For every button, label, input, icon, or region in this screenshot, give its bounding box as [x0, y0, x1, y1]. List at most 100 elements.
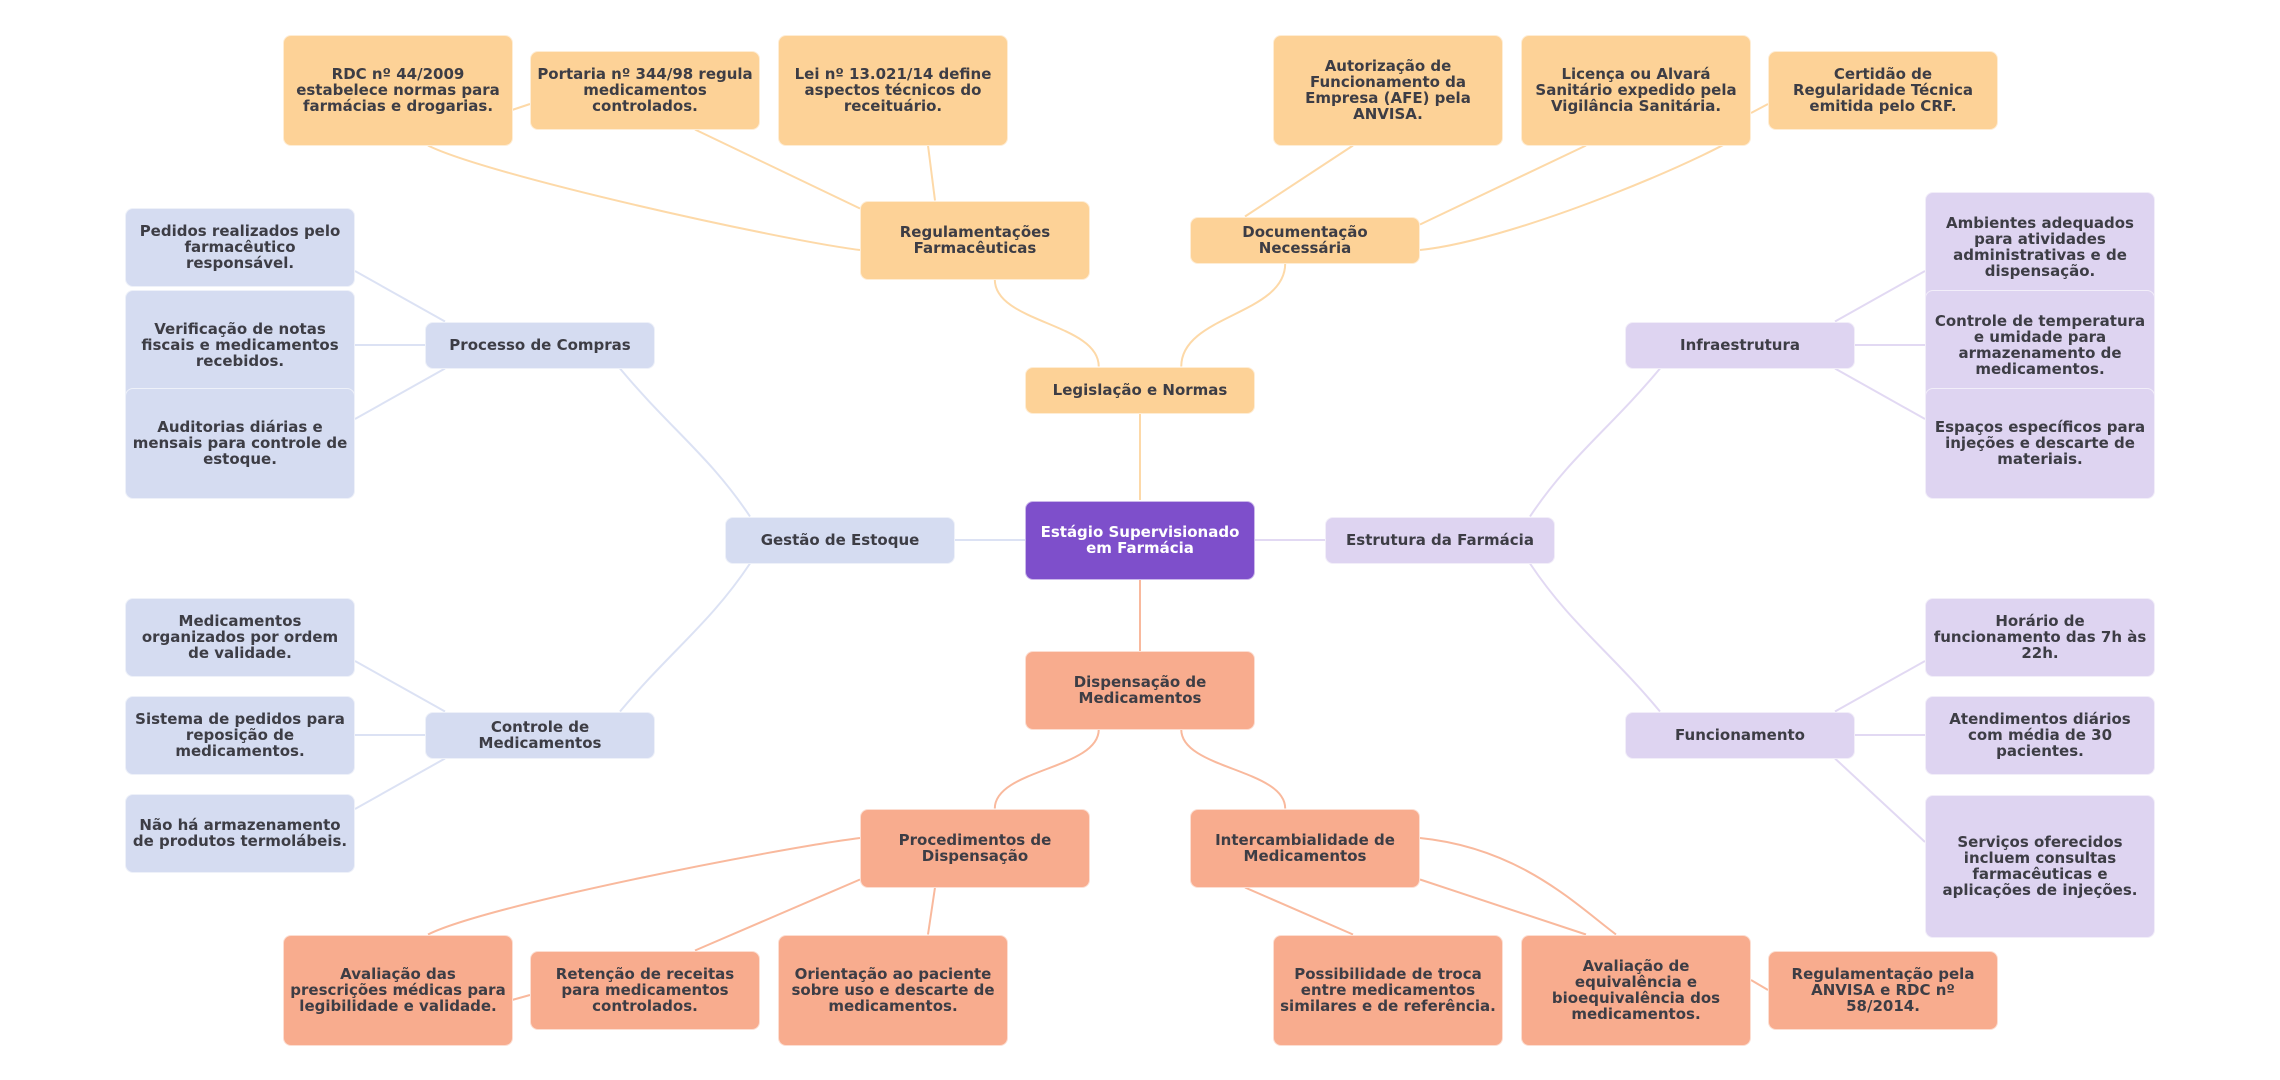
leaf-node-estrutura-1-2[interactable]: Serviços oferecidos incluem consultas fa… — [1925, 794, 2155, 938]
leaf-node-dispensacao-0-2[interactable]: Orientação ao paciente sobre uso e desca… — [778, 934, 1008, 1046]
subtopic-node-dispensacao-1[interactable]: Intercambialidade de Medicamentos — [1190, 808, 1420, 888]
leaf-node-legislacao-0-2[interactable]: Lei nº 13.021/14 define aspectos técnico… — [778, 34, 1008, 146]
connector-b0s0-b0s0l0 — [427, 144, 861, 251]
connector-b1s0-b1s0l2 — [927, 887, 936, 935]
branch-node-estrutura-label: Estrutura da Farmácia — [1346, 531, 1534, 549]
branch-node-dispensacao[interactable]: Dispensação de Medicamentos — [1025, 650, 1255, 730]
subtopic-node-legislacao-1[interactable]: Documentação Necessária — [1190, 216, 1420, 264]
leaf-node-estrutura-0-1-label: Controle de temperatura e umidade para a… — [1934, 312, 2146, 378]
leaf-node-gestao-0-0-label: Pedidos realizados pelo farmacêutico res… — [139, 222, 341, 272]
leaf-node-legislacao-1-1[interactable]: Licença ou Alvará Sanitário expedido pel… — [1521, 34, 1751, 146]
leaf-node-legislacao-0-0[interactable]: RDC nº 44/2009 estabelece normas para fa… — [283, 34, 513, 146]
connector-b0s0-b0s0l1 — [694, 128, 861, 210]
leaf-node-dispensacao-0-0-label: Avaliação das prescrições médicas para l… — [290, 965, 506, 1015]
connector-b3-b3s1 — [1529, 562, 1661, 713]
subtopic-node-estrutura-1[interactable]: Funcionamento — [1625, 711, 1855, 759]
branch-node-dispensacao-label: Dispensação de Medicamentos — [1073, 673, 1207, 707]
leaf-node-legislacao-1-1-label: Licença ou Alvará Sanitário expedido pel… — [1535, 65, 1737, 115]
connector-b2s1-b2s1l2 — [354, 757, 446, 810]
leaf-node-legislacao-1-2-label: Certidão de Regularidade Técnica emitida… — [1792, 65, 1974, 115]
leaf-node-dispensacao-1-1[interactable]: Avaliação de equivalência e bioequivalên… — [1521, 934, 1751, 1046]
leaf-node-estrutura-0-2-label: Espaços específicos para injeções e desc… — [1934, 418, 2146, 468]
branch-node-gestao[interactable]: Gestão de Estoque — [725, 516, 955, 564]
leaf-node-estrutura-1-1[interactable]: Atendimentos diários com média de 30 pac… — [1925, 695, 2155, 775]
connector-b3s0-b3s0l2 — [1834, 367, 1926, 420]
leaf-node-estrutura-0-2[interactable]: Espaços específicos para injeções e desc… — [1925, 387, 2155, 499]
leaf-node-gestao-1-0[interactable]: Medicamentos organizados por ordem de va… — [125, 597, 355, 677]
subtopic-node-dispensacao-0[interactable]: Procedimentos de Dispensação — [860, 808, 1090, 888]
leaf-node-gestao-1-2-label: Não há armazenamento de produtos termolá… — [132, 816, 348, 850]
leaf-node-gestao-1-0-label: Medicamentos organizados por ordem de va… — [141, 612, 339, 662]
leaf-node-legislacao-1-0-label: Autorização de Funcionamento da Empresa … — [1305, 57, 1471, 123]
subtopic-node-gestao-0[interactable]: Processo de Compras — [425, 321, 655, 369]
connector-b3s1-b3s1l2 — [1834, 757, 1926, 843]
subtopic-node-legislacao-0-label: Regulamentações Farmacêuticas — [899, 223, 1051, 257]
connector-b1s0-b1s0l1 — [694, 878, 861, 952]
connector-b2s0-b2s0l0 — [354, 270, 446, 323]
leaf-node-estrutura-0-1[interactable]: Controle de temperatura e umidade para a… — [1925, 289, 2155, 401]
leaf-node-dispensacao-0-1-label: Retenção de receitas para medicamentos c… — [555, 965, 735, 1015]
leaf-node-gestao-1-2[interactable]: Não há armazenamento de produtos termolá… — [125, 793, 355, 873]
leaf-node-estrutura-1-0-label: Horário de funcionamento das 7h às 22h. — [1933, 612, 2147, 662]
connector-b2-b2s1 — [619, 562, 751, 713]
subtopic-node-dispensacao-0-label: Procedimentos de Dispensação — [898, 831, 1052, 865]
connector-b2s1-b2s1l0 — [354, 660, 446, 713]
leaf-node-gestao-0-2[interactable]: Auditorias diárias e mensais para contro… — [125, 387, 355, 499]
connector-b0s1-b0s1l2 — [1419, 128, 1749, 251]
subtopic-node-legislacao-0[interactable]: Regulamentações Farmacêuticas — [860, 200, 1090, 280]
leaf-node-dispensacao-1-2[interactable]: Regulamentação pela ANVISA e RDC nº 58/2… — [1768, 950, 1998, 1030]
branch-node-legislacao[interactable]: Legislação e Normas — [1025, 366, 1255, 414]
subtopic-node-estrutura-1-label: Funcionamento — [1675, 726, 1805, 744]
connector-b2s0-b2s0l2 — [354, 367, 446, 420]
leaf-node-dispensacao-0-0[interactable]: Avaliação das prescrições médicas para l… — [283, 934, 513, 1046]
leaf-node-legislacao-1-0[interactable]: Autorização de Funcionamento da Empresa … — [1273, 34, 1503, 146]
branch-node-gestao-label: Gestão de Estoque — [760, 531, 920, 549]
connector-licenca-certidao — [1750, 103, 1769, 114]
connector-rdc-portaria — [511, 103, 531, 111]
connector-b3s0-b3s0l0 — [1834, 270, 1926, 323]
connector-b1s1-b1s1l1 — [1419, 878, 1587, 936]
leaf-node-legislacao-0-2-label: Lei nº 13.021/14 define aspectos técnico… — [794, 65, 992, 115]
leaf-node-estrutura-1-1-label: Atendimentos diários com média de 30 pac… — [1949, 710, 2131, 760]
connector-b0-b0s1 — [1180, 263, 1287, 367]
leaf-node-estrutura-1-0[interactable]: Horário de funcionamento das 7h às 22h. — [1925, 597, 2155, 677]
leaf-node-estrutura-0-0[interactable]: Ambientes adequados para atividades admi… — [1925, 191, 2155, 303]
subtopic-node-estrutura-0[interactable]: Infraestrutura — [1625, 321, 1855, 369]
leaf-node-gestao-0-2-label: Auditorias diárias e mensais para contro… — [132, 418, 348, 468]
leaf-node-dispensacao-1-0[interactable]: Possibilidade de troca entre medicamento… — [1273, 934, 1503, 1046]
leaf-node-legislacao-1-2[interactable]: Certidão de Regularidade Técnica emitida… — [1768, 50, 1998, 130]
subtopic-node-estrutura-0-label: Infraestrutura — [1679, 336, 1801, 354]
connector-b1s0-b1s0l0 — [427, 837, 861, 936]
branch-node-legislacao-label: Legislação e Normas — [1052, 381, 1228, 399]
leaf-node-dispensacao-0-1[interactable]: Retenção de receitas para medicamentos c… — [530, 950, 760, 1030]
connector-b1-b1s1 — [1180, 729, 1287, 809]
leaf-node-dispensacao-1-2-label: Regulamentação pela ANVISA e RDC nº 58/2… — [1791, 965, 1975, 1015]
subtopic-node-gestao-1-label: Controle de Medicamentos — [478, 718, 602, 752]
connector-b0s0-b0s0l2 — [927, 145, 936, 201]
leaf-node-legislacao-0-1[interactable]: Portaria nº 344/98 regula medicamentos c… — [530, 50, 760, 130]
leaf-node-gestao-1-1-label: Sistema de pedidos para reposição de med… — [135, 710, 345, 760]
connector-b0s1-b0s1l1 — [1419, 144, 1587, 226]
leaf-node-dispensacao-0-2-label: Orientação ao paciente sobre uso e desca… — [791, 965, 995, 1015]
subtopic-node-legislacao-1-label: Documentação Necessária — [1242, 223, 1368, 257]
root-node[interactable]: Estágio Supervisionado em Farmácia — [1025, 500, 1255, 580]
subtopic-node-gestao-1[interactable]: Controle de Medicamentos — [425, 711, 655, 759]
leaf-node-dispensacao-1-0-label: Possibilidade de troca entre medicamento… — [1280, 965, 1496, 1015]
leaf-node-gestao-0-0[interactable]: Pedidos realizados pelo farmacêutico res… — [125, 207, 355, 287]
leaf-node-estrutura-1-2-label: Serviços oferecidos incluem consultas fa… — [1942, 833, 2138, 899]
leaf-node-gestao-1-1[interactable]: Sistema de pedidos para reposição de med… — [125, 695, 355, 775]
connector-b0-b0s0 — [993, 279, 1100, 367]
subtopic-node-gestao-0-label: Processo de Compras — [449, 336, 631, 354]
leaf-node-gestao-0-1[interactable]: Verificação de notas fiscais e medicamen… — [125, 289, 355, 401]
connector-avaliacao-retencao — [511, 994, 531, 1001]
root-node-label: Estágio Supervisionado em Farmácia — [1040, 523, 1240, 557]
leaf-node-legislacao-0-0-label: RDC nº 44/2009 estabelece normas para fa… — [296, 65, 500, 115]
connector-b0s1-b0s1l0 — [1244, 144, 1354, 218]
subtopic-node-dispensacao-1-label: Intercambialidade de Medicamentos — [1215, 831, 1395, 865]
connector-b1s1-b1s1l2 — [1419, 837, 1617, 936]
leaf-node-estrutura-0-0-label: Ambientes adequados para atividades admi… — [1945, 214, 2134, 280]
leaf-node-dispensacao-1-1-label: Avaliação de equivalência e bioequivalên… — [1551, 957, 1721, 1023]
branch-node-estrutura[interactable]: Estrutura da Farmácia — [1325, 516, 1555, 564]
